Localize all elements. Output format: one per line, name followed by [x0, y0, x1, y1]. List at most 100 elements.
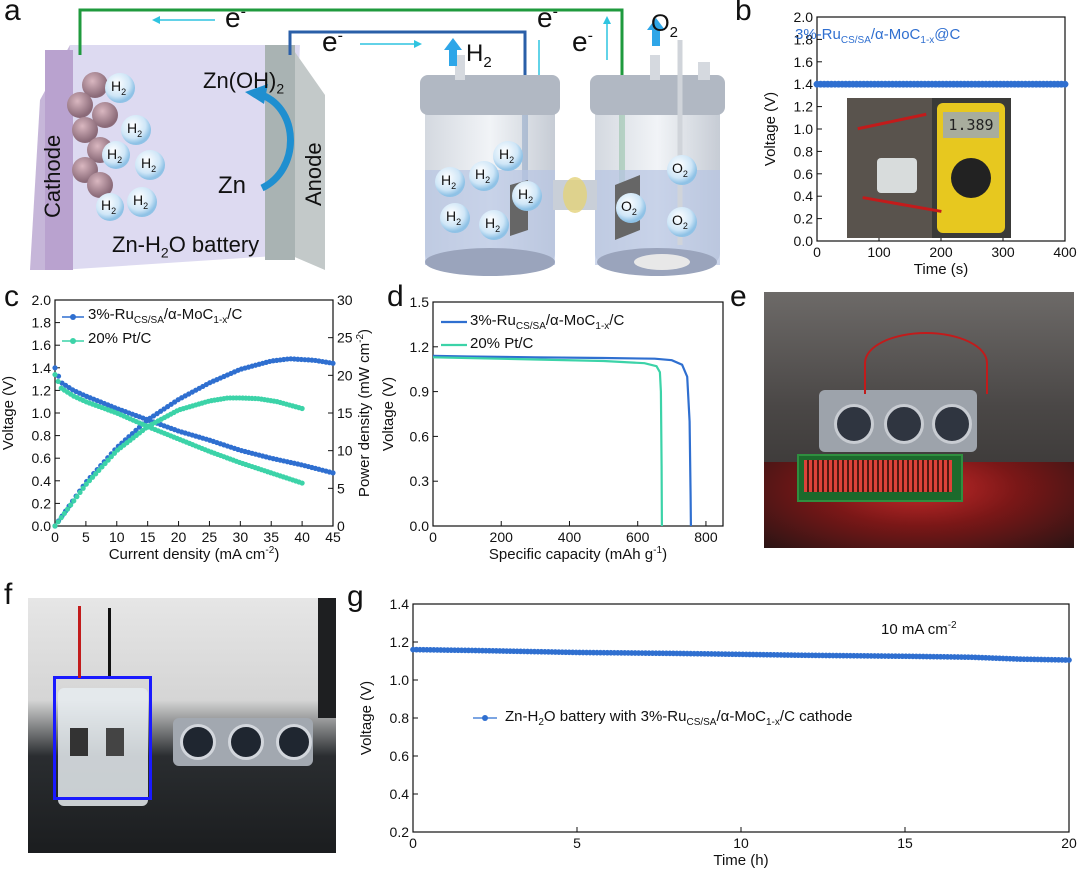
- data-point: [108, 454, 114, 460]
- x-tick-label: 40: [294, 529, 310, 545]
- data-point: [86, 478, 93, 484]
- series-line: [432, 356, 663, 527]
- y-tick-label: 1.5: [410, 294, 430, 310]
- y-tick-label: 0.6: [390, 748, 410, 764]
- data-point: [61, 510, 67, 517]
- x-axis-label: Specific capacity (mAh g-1): [489, 545, 667, 563]
- y-tick-label: 0.6: [32, 450, 52, 466]
- y-tick-label: 1.6: [794, 54, 814, 70]
- y-tick-label: 1.2: [410, 339, 430, 355]
- data-point: [93, 471, 99, 477]
- data-point: [330, 360, 336, 366]
- series-line: [432, 354, 692, 527]
- y-tick-label: 1.0: [390, 672, 410, 688]
- electron-label: e-: [225, 2, 246, 33]
- y-tick-label: 0.8: [32, 428, 52, 444]
- y-tick-label: 1.0: [794, 121, 814, 137]
- data-point: [299, 405, 305, 412]
- electron-label: e-: [537, 2, 558, 33]
- legend-g: Zn-H2O battery with 3%-RuCS/SA/α-MoC1-x/…: [505, 708, 853, 728]
- y-tick-label: 0.4: [794, 188, 814, 204]
- x-tick-label: 45: [325, 529, 341, 545]
- zn-conversion-arrow: [260, 91, 294, 192]
- y-tick-label: 0.2: [32, 495, 52, 511]
- y-tick-label: 0.0: [32, 518, 52, 534]
- anode-label: Anode: [301, 142, 326, 206]
- y-tick-label: 1.8: [794, 31, 814, 47]
- y-tick-label: 0.0: [410, 518, 430, 534]
- y-tick-label: 1.4: [390, 596, 410, 612]
- panel-f: f: [0, 578, 345, 873]
- data-point: [102, 460, 108, 467]
- y-tick-label: 2.0: [32, 292, 52, 308]
- y-tick-label: 0.2: [794, 211, 814, 227]
- zn-oh2-label: Zn(OH)2: [203, 68, 285, 97]
- x-tick-label: 0: [813, 244, 821, 260]
- data-point: [52, 371, 58, 378]
- x-tick-label: 200: [490, 529, 514, 545]
- y-axis-label: Voltage (V): [762, 92, 779, 166]
- data-point: [77, 489, 83, 496]
- panel-label-a: a: [4, 0, 21, 27]
- data-point: [80, 485, 86, 491]
- data-point: [1061, 80, 1069, 88]
- data-point: [58, 515, 64, 521]
- cathode-label: Cathode: [40, 134, 65, 218]
- y-tick-label: 0.2: [390, 824, 410, 840]
- data-point: [105, 457, 111, 463]
- panel-label-e: e: [730, 280, 747, 313]
- y-tick-label: 1.2: [390, 634, 410, 650]
- x-tick-label: 35: [263, 529, 279, 545]
- y-tick-label: 1.2: [794, 99, 814, 115]
- data-point: [52, 523, 58, 529]
- x-tick-label: 300: [991, 244, 1015, 260]
- zn-label: Zn: [218, 172, 247, 199]
- y2-tick-label: 25: [337, 330, 353, 346]
- y-tick-label: 0.8: [794, 143, 814, 159]
- data-point: [1066, 657, 1072, 663]
- x-tick-label: 600: [626, 529, 650, 545]
- y-tick-label: 0.4: [32, 473, 52, 489]
- electron-label: e-: [572, 26, 593, 57]
- panel-a: a: [0, 0, 735, 290]
- data-point: [99, 464, 105, 470]
- electron-label: e-: [322, 26, 343, 57]
- y-tick-label: 1.6: [32, 337, 52, 353]
- legend-c-pt: 20% Pt/C: [88, 330, 152, 347]
- y-tick-label: 1.4: [32, 360, 52, 376]
- battery-label: Zn-H2O battery: [112, 232, 260, 261]
- annotation-g: 10 mA cm-2: [881, 620, 957, 638]
- plot-frame: [432, 301, 724, 527]
- h2-gas-label: H2: [466, 40, 492, 71]
- x-tick-label: 400: [558, 529, 582, 545]
- x-tick-label: 10: [733, 835, 749, 851]
- y-tick-label: 0.6: [794, 166, 814, 182]
- y-axis-label: Voltage (V): [358, 681, 375, 755]
- data-point: [71, 498, 77, 504]
- legend-d-ru: 3%-RuCS/SA/α-MoC1-x/C: [470, 312, 625, 332]
- data-point: [89, 474, 96, 480]
- y-tick-label: 0.9: [410, 384, 430, 400]
- data-point: [299, 480, 305, 486]
- catalyst-particles: [67, 72, 118, 198]
- x-tick-label: 0: [429, 529, 437, 545]
- x-tick-label: 15: [897, 835, 913, 851]
- data-point: [68, 502, 74, 508]
- y-tick-label: 2.0: [794, 9, 814, 25]
- o2-gas-label: O2: [651, 10, 679, 41]
- x-tick-label: 200: [929, 244, 953, 260]
- y2-tick-label: 10: [337, 443, 353, 459]
- gas-bubbles: [96, 73, 697, 240]
- legend-d-pt: 20% Pt/C: [470, 335, 534, 352]
- x-tick-label: 800: [694, 529, 718, 545]
- y-tick-label: 1.2: [32, 382, 52, 398]
- panel-label-b: b: [735, 0, 752, 27]
- y-tick-label: 0.0: [794, 233, 814, 249]
